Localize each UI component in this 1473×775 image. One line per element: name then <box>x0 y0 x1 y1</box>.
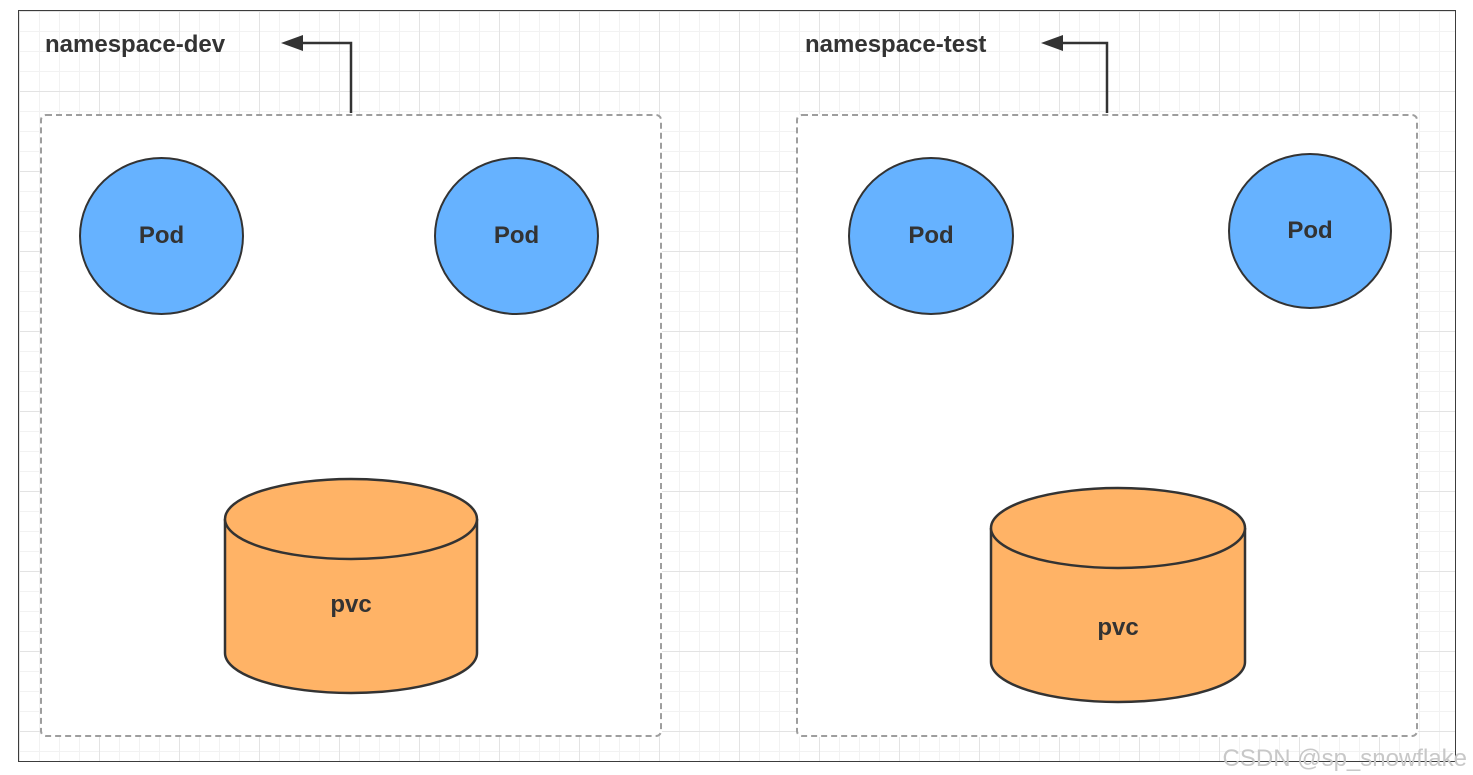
namespace-test-pod-2: Pod <box>1228 153 1392 309</box>
namespace-test-pvc-cylinder-icon <box>989 486 1247 704</box>
namespace-test-pvc-label: pvc <box>1097 614 1139 641</box>
namespace-test-arrow <box>1041 35 1109 113</box>
namespace-dev-pvc-label: pvc <box>330 591 372 618</box>
namespace-dev-pod-2: Pod <box>434 157 599 315</box>
namespace-dev-arrow <box>281 35 353 113</box>
namespace-test-pod-1: Pod <box>848 157 1014 315</box>
namespace-test-label: namespace-test <box>805 31 987 58</box>
namespace-dev-pvc: pvc <box>223 477 479 695</box>
diagram-canvas: namespace-dev Pod Pod pvc namespace-test… <box>18 10 1456 762</box>
namespace-test-pvc: pvc <box>989 486 1247 704</box>
namespace-dev-pod-1: Pod <box>79 157 244 315</box>
csdn-watermark: CSDN @sp_snowflake <box>1222 745 1467 772</box>
namespace-dev-label: namespace-dev <box>45 31 226 58</box>
namespace-dev-pvc-cylinder-icon <box>223 477 479 695</box>
